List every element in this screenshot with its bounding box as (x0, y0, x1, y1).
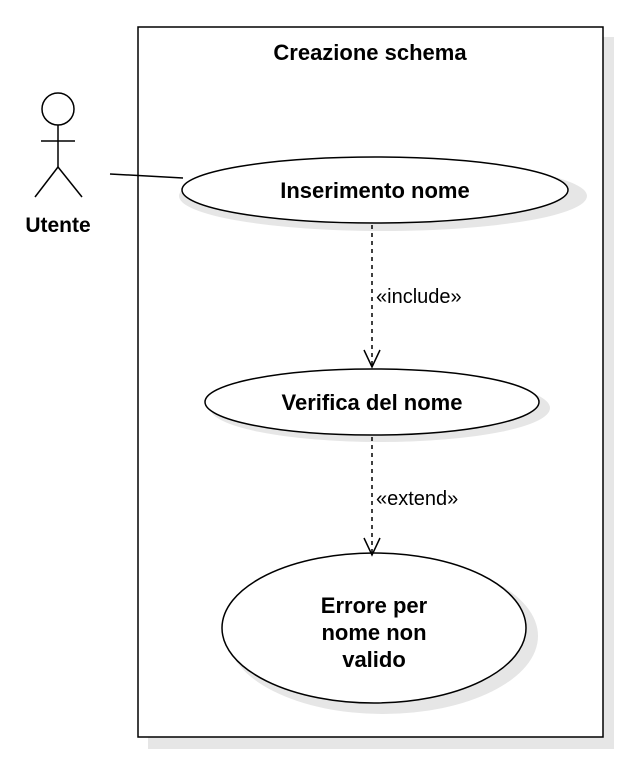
use-case-ellipse (221, 552, 527, 704)
relation-include: «include» (363, 225, 462, 369)
actor-icon (34, 92, 83, 198)
use-case-ellipse (181, 156, 569, 224)
stereotype-label: «extend» (376, 488, 458, 510)
relation-extend: «extend» (363, 437, 458, 557)
use-case-label: Verifica del nome (282, 390, 463, 415)
use-case-label-line-3: valido (342, 647, 406, 672)
use-case-inserimento-nome: Inserimento nome (179, 156, 587, 231)
use-case-label-line-2: nome non (321, 620, 426, 645)
use-case-errore-per-nome-non-valido: Errore per nome non valido (221, 552, 538, 714)
use-case-label: Inserimento nome (280, 178, 469, 203)
association-line (109, 173, 184, 179)
use-case-verifica-del-nome: Verifica del nome (204, 368, 550, 442)
open-arrowhead-icon (363, 537, 381, 557)
actor-name: Utente (25, 214, 90, 237)
open-arrowhead-icon (363, 349, 381, 369)
system-title: Creazione schema (273, 40, 467, 65)
use-case-label-line-1: Errore per (321, 593, 428, 618)
stereotype-label: «include» (376, 286, 462, 308)
use-case-ellipse (204, 368, 540, 436)
actor-utente: Utente (25, 92, 91, 237)
